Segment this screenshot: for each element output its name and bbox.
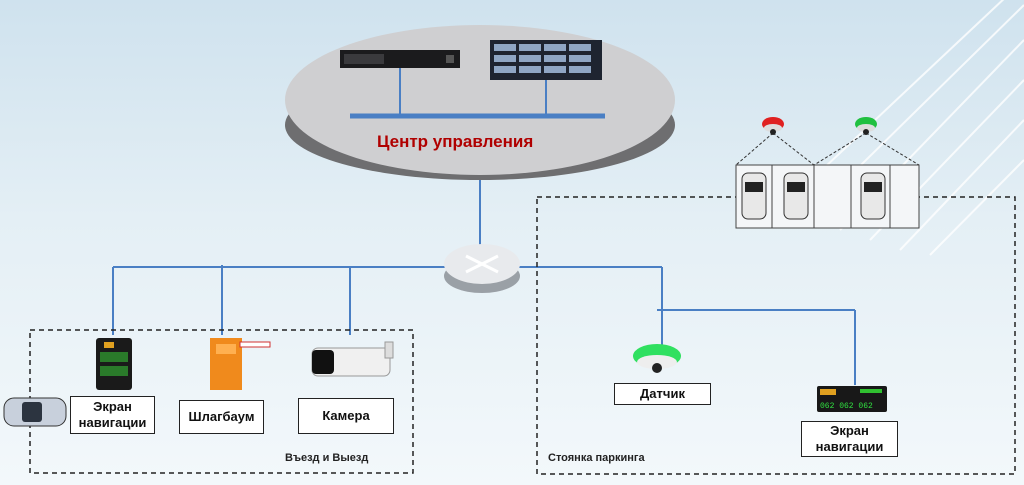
sensor-green-icon xyxy=(855,117,877,135)
parking-navigation-screen-label: Экран навигации xyxy=(801,421,898,457)
control-center-title: Центр управления xyxy=(377,132,534,151)
server-unit xyxy=(340,50,460,68)
barrier-gate-icon xyxy=(210,338,271,390)
camera-icon xyxy=(311,341,394,377)
parked-car xyxy=(741,172,767,220)
entry-navigation-screen-label: Экран навигации xyxy=(70,396,155,434)
network-switch xyxy=(444,244,520,293)
camera-label: Камера xyxy=(298,398,394,434)
sensor-label: Датчик xyxy=(614,383,711,405)
storage-array xyxy=(490,40,602,80)
barrier-label: Шлагбаум xyxy=(179,400,264,434)
parking-sensor-icon xyxy=(633,344,681,373)
sensor-red-icon xyxy=(762,117,784,135)
distribution-lines xyxy=(112,265,856,385)
led-display-digits: 062 062 062 xyxy=(820,402,873,411)
entry-zone-label: Въезд и Выезд xyxy=(285,452,369,464)
control-center-platform xyxy=(285,25,675,180)
entry-zone-border xyxy=(29,329,414,474)
parking-zone-label: Стоянка паркинга xyxy=(548,452,645,464)
parking-bays xyxy=(735,132,920,229)
parked-car xyxy=(783,172,809,220)
navigation-display-icon xyxy=(96,338,132,390)
parked-car xyxy=(860,172,886,220)
car-icon xyxy=(3,397,67,427)
parking-zone-border xyxy=(536,196,1016,475)
led-display-icon xyxy=(817,386,887,412)
